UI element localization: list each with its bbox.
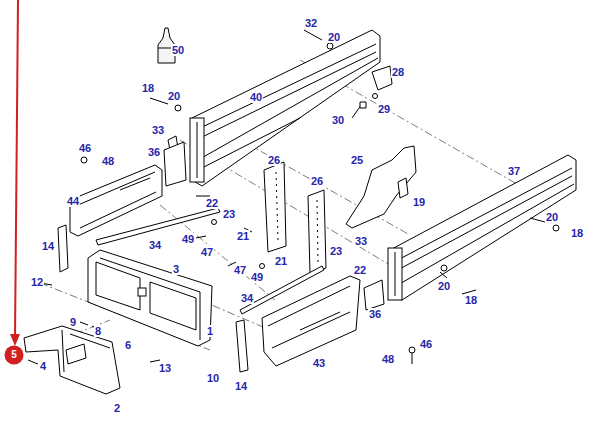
callout-number: 13 (158, 362, 172, 374)
callout-number: 32 (304, 17, 318, 29)
callout-number: 3 (172, 263, 180, 275)
callout-number: 10 (206, 372, 220, 384)
callout-number: 37 (507, 165, 521, 177)
callout-number: 5 (11, 347, 17, 363)
callout-number: 34 (240, 292, 254, 304)
callout-number: 18 (464, 294, 478, 306)
callout-number: 20 (167, 90, 181, 102)
callout-number: 49 (250, 271, 264, 283)
callout-number: 23 (329, 245, 343, 257)
callout-number: 23 (222, 208, 236, 220)
callout-number: 47 (200, 246, 214, 258)
callout-number: 20 (545, 211, 559, 223)
callout-number: 40 (249, 91, 263, 103)
callout-number: 50 (171, 44, 185, 56)
callout-number: 18 (141, 82, 155, 94)
callout-number: 26 (267, 154, 281, 166)
callout-number: 18 (570, 227, 584, 239)
callout-number: 49 (181, 233, 195, 245)
callout-number: 20 (437, 280, 451, 292)
callout-number: 25 (350, 154, 364, 166)
callout-number: 28 (391, 66, 405, 78)
callout-number: 34 (148, 239, 162, 251)
callout-number: 1 (206, 325, 214, 337)
callout-number: 36 (368, 308, 382, 320)
callout-number: 4 (39, 360, 47, 372)
callout-number: 36 (147, 146, 161, 158)
callout-number: 30 (331, 114, 345, 126)
callout-number: 9 (69, 316, 77, 328)
callout-number: 29 (377, 103, 391, 115)
red-circle (5, 346, 24, 365)
callout-number: 44 (66, 195, 80, 207)
callout-number: 14 (234, 380, 248, 392)
callout-number: 43 (312, 357, 326, 369)
callout-number: 33 (151, 124, 165, 136)
callout-number: 48 (381, 353, 395, 365)
callout-number: 8 (94, 325, 102, 337)
callout-number: 47 (233, 264, 247, 276)
callout-number: 19 (412, 196, 426, 208)
callout-number: 21 (274, 255, 288, 267)
callout-number: 48 (101, 155, 115, 167)
callout-number: 46 (419, 338, 433, 350)
callout-number: 22 (353, 264, 367, 276)
callout-number: 12 (30, 276, 44, 288)
callout-number: 21 (236, 230, 250, 242)
callout-circle: 5 (4, 345, 24, 365)
callout-number: 6 (124, 339, 132, 351)
callout-number: 14 (41, 240, 55, 252)
callout-number: 26 (310, 175, 324, 187)
callout-number: 2 (113, 402, 121, 414)
callout-number: 20 (327, 31, 341, 43)
callout-number: 33 (354, 235, 368, 247)
callout-number: 46 (78, 142, 92, 154)
callout-number: 22 (205, 197, 219, 209)
